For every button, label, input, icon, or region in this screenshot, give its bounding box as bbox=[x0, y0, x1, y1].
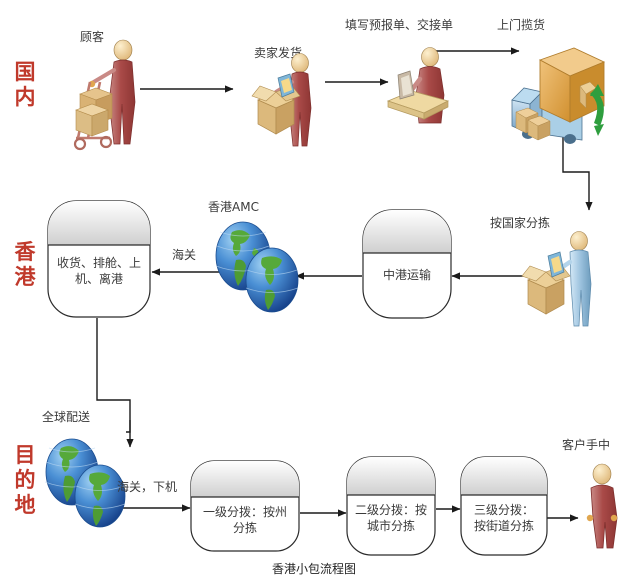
desk-clerk-icon bbox=[386, 47, 450, 124]
globe-pair-destination-icon bbox=[44, 438, 126, 528]
process-sort-level2[interactable]: 二级分拨：按 城市分拣 bbox=[346, 456, 436, 556]
process-sort-level3[interactable]: 三级分拨： 按街道分拣 bbox=[460, 456, 548, 556]
process-sort-level1-label: 一级分拨：按州 分拣 bbox=[202, 505, 287, 535]
process-china-hk-transport[interactable]: 中港运输 bbox=[362, 209, 452, 319]
label-global-delivery: 全球配送 bbox=[42, 410, 91, 424]
pickup-truck-icon bbox=[511, 47, 606, 144]
label-customs-landing: 海关，下机 bbox=[117, 480, 178, 494]
customer-cart-icon bbox=[73, 39, 136, 151]
label-customer-hands: 客户手中 bbox=[562, 438, 611, 452]
zone-label-domestic: 国 内 bbox=[14, 60, 36, 109]
globe-pair-amc-icon bbox=[215, 221, 299, 313]
label-hk-amc: 香港AMC bbox=[208, 200, 259, 214]
label-sort-by-country: 按国家分拣 bbox=[490, 216, 551, 230]
process-sort-level1[interactable]: 一级分拨：按州 分拣 bbox=[190, 460, 300, 552]
process-hk-handling[interactable]: 收货、排舱、上 机、离港 bbox=[47, 200, 151, 318]
process-hk-handling-label: 收货、排舱、上 机、离港 bbox=[56, 256, 141, 286]
diagram-caption: 香港小包流程图 bbox=[271, 562, 356, 576]
process-sort-level2-label: 二级分拨：按 城市分拣 bbox=[354, 503, 427, 533]
end-customer-person-icon bbox=[586, 463, 618, 549]
zone-label-destination: 目 的 地 bbox=[14, 443, 36, 517]
seller-shipping-icon bbox=[251, 53, 312, 147]
process-sort-level3-label: 三级分拨： 按街道分拣 bbox=[473, 503, 534, 533]
label-fill-forms: 填写预报单、交接单 bbox=[345, 18, 454, 32]
label-customs-hk: 海关 bbox=[172, 248, 197, 262]
process-china-hk-transport-label: 中港运输 bbox=[382, 268, 431, 282]
zone-label-hongkong: 香 港 bbox=[14, 240, 36, 289]
country-sorter-person-icon bbox=[521, 231, 592, 327]
label-door-pickup: 上门揽货 bbox=[497, 18, 546, 32]
label-seller-shipping: 卖家发货 bbox=[253, 46, 302, 60]
label-customer: 顾客 bbox=[79, 30, 104, 44]
